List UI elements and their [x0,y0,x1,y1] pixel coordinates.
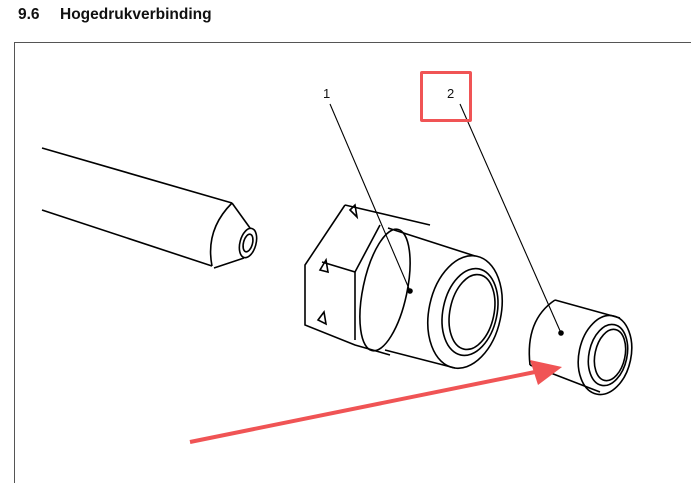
part-2-sleeve [528,299,633,396]
section-number: 9.6 [18,6,40,23]
figure-frame [14,42,691,483]
pipe [41,147,258,269]
part-1-nut [304,203,503,370]
leader-lines [329,103,562,334]
callout-2-highlight-box [420,71,472,122]
high-pressure-connection-drawing [41,103,633,444]
callout-2: 2 [447,86,455,101]
callout-1: 1 [323,86,331,101]
red-arrow [189,360,562,444]
section-title: Hogedrukverbinding [60,6,212,23]
section-heading: 9.6 Hogedrukverbinding [18,6,212,24]
